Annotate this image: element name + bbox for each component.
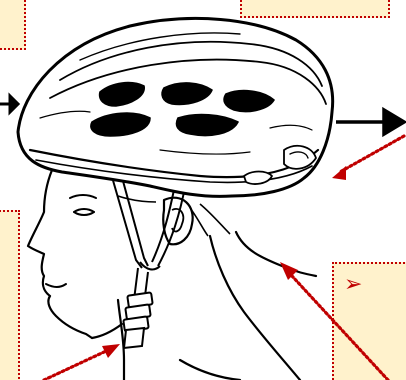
arrow-right-icon bbox=[336, 110, 404, 134]
helmet-drawing bbox=[18, 18, 333, 196]
leader-arrowhead-strap-divider bbox=[280, 262, 298, 280]
leader-line-chin-buckle bbox=[44, 352, 104, 380]
leader-arrowhead-chin-buckle bbox=[102, 344, 120, 358]
leader-line-strap-divider bbox=[292, 276, 388, 380]
leader-line-rear-helmet bbox=[340, 136, 404, 172]
eye bbox=[74, 209, 94, 212]
mouth bbox=[46, 284, 66, 287]
face-features bbox=[46, 195, 96, 287]
arrow-left-icon bbox=[0, 96, 18, 112]
eyebrow bbox=[70, 195, 96, 198]
chin-buckle bbox=[123, 292, 152, 348]
leader-arrowhead-rear-helmet bbox=[332, 166, 346, 180]
